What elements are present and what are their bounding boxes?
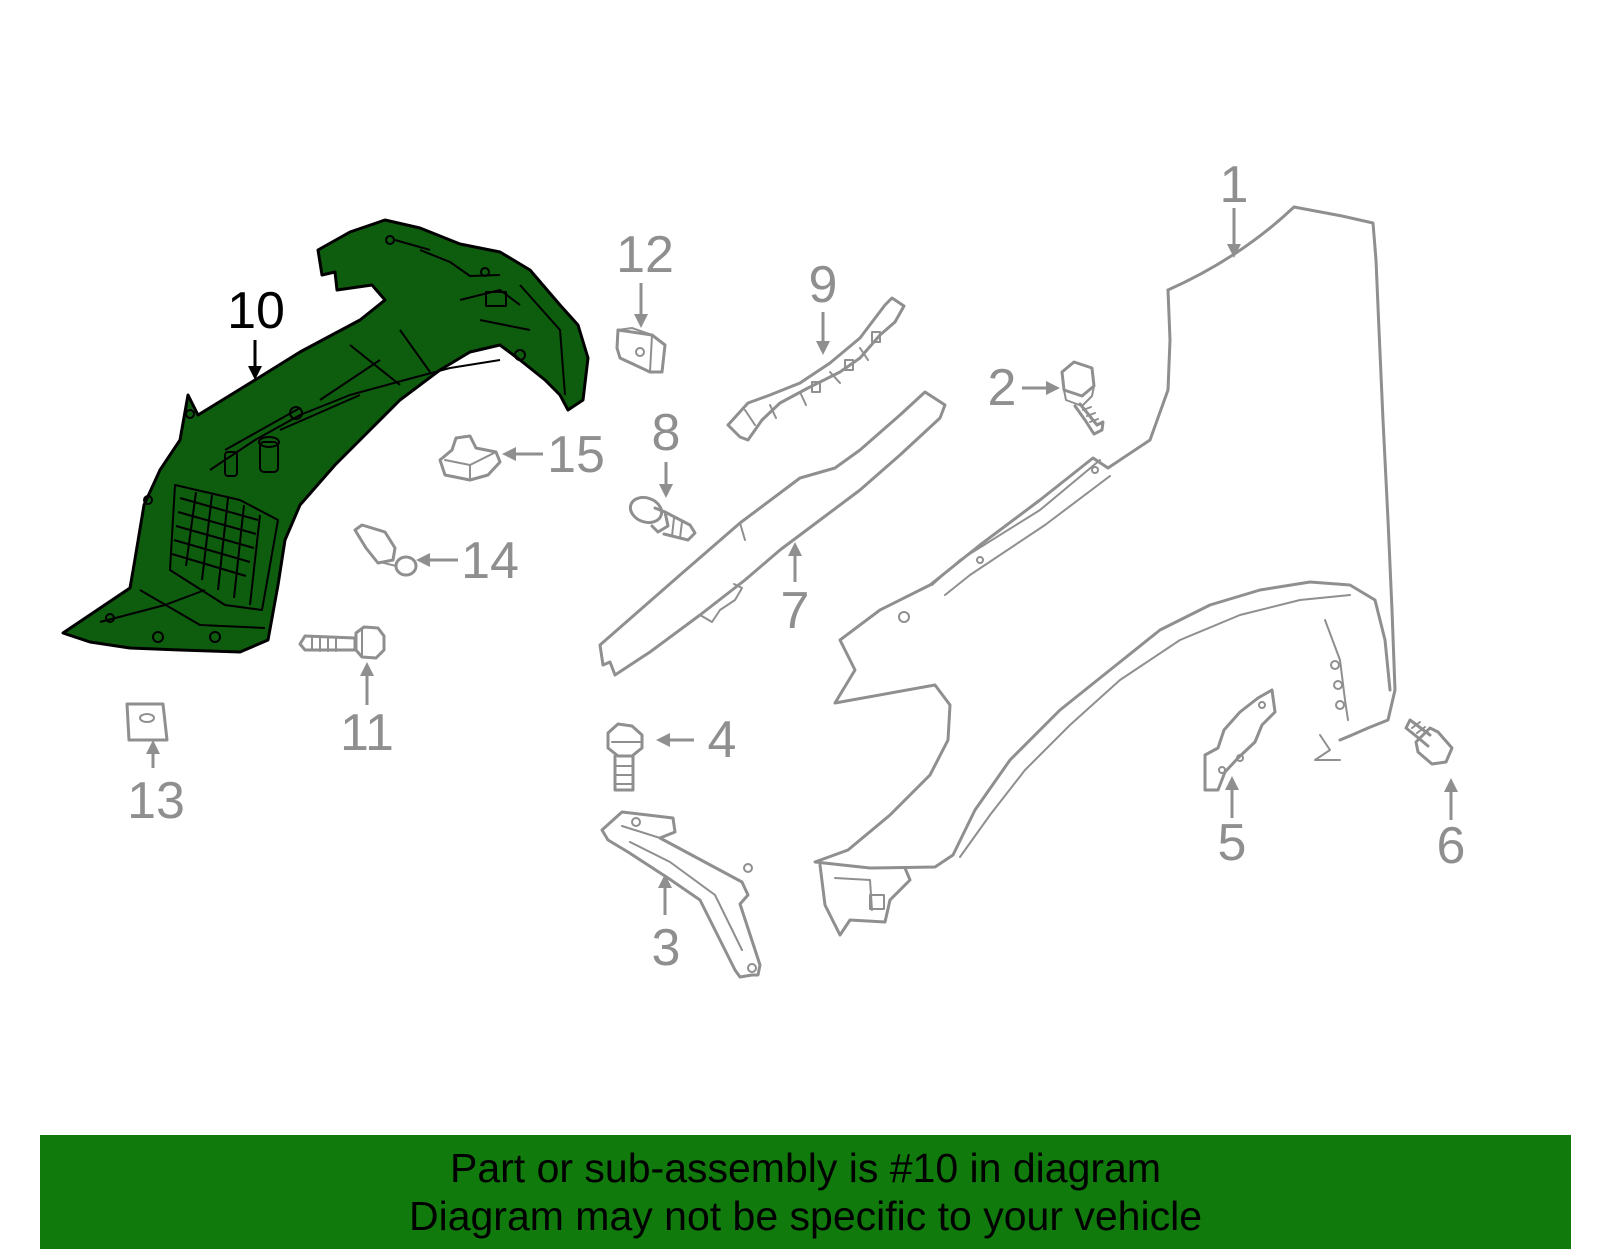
- fender-liner-shape: [61, 218, 590, 654]
- part-8-clip[interactable]: [627, 493, 697, 542]
- callout-leader-arrow-10: [248, 340, 262, 380]
- part-5-bracket[interactable]: [1203, 688, 1277, 792]
- callout-number-10: 10: [227, 282, 285, 340]
- callout-number-3: 3: [652, 919, 681, 977]
- callout-number-15: 15: [547, 426, 605, 484]
- part-11-bolt[interactable]: [298, 625, 386, 660]
- callout-number-9: 9: [809, 256, 838, 314]
- part-6-bolt[interactable]: [1404, 718, 1454, 766]
- callout-number-5: 5: [1218, 814, 1247, 872]
- part-4-bolt[interactable]: [606, 722, 644, 792]
- banner-line-disclaimer: Diagram may not be specific to your vehi…: [408, 1193, 1202, 1239]
- callout-number-6: 6: [1437, 817, 1466, 875]
- part-12-nut-clip[interactable]: [615, 327, 667, 374]
- part-15-clip[interactable]: [438, 434, 502, 482]
- fender-liner-details: [99, 235, 566, 643]
- callout-leader-arrows: [146, 208, 1458, 915]
- callout-number-8: 8: [652, 404, 681, 462]
- part-13-pad[interactable]: [125, 702, 169, 742]
- callout-number-7: 7: [781, 582, 810, 640]
- part-10-fender-liner[interactable]: [61, 218, 590, 654]
- part-14-push-clip[interactable]: [353, 523, 418, 577]
- part-1-fender[interactable]: [813, 205, 1397, 937]
- part-9-molding[interactable]: [726, 296, 906, 442]
- info-banner: Part or sub-assembly is #10 in diagram D…: [40, 1135, 1571, 1249]
- callout-number-4: 4: [708, 711, 737, 769]
- part-7-rail[interactable]: [598, 390, 947, 677]
- part-2-bolt[interactable]: [1060, 360, 1105, 436]
- callout-number-12: 12: [616, 226, 674, 284]
- callout-number-14: 14: [461, 532, 519, 590]
- part-3-bracket[interactable]: [600, 810, 762, 979]
- banner-line-part-number: Part or sub-assembly is #10 in diagram: [450, 1145, 1161, 1191]
- callout-number-13: 13: [127, 772, 185, 830]
- callout-number-11: 11: [340, 704, 394, 762]
- callout-number-2: 2: [988, 359, 1017, 417]
- callout-number-1: 1: [1220, 156, 1249, 214]
